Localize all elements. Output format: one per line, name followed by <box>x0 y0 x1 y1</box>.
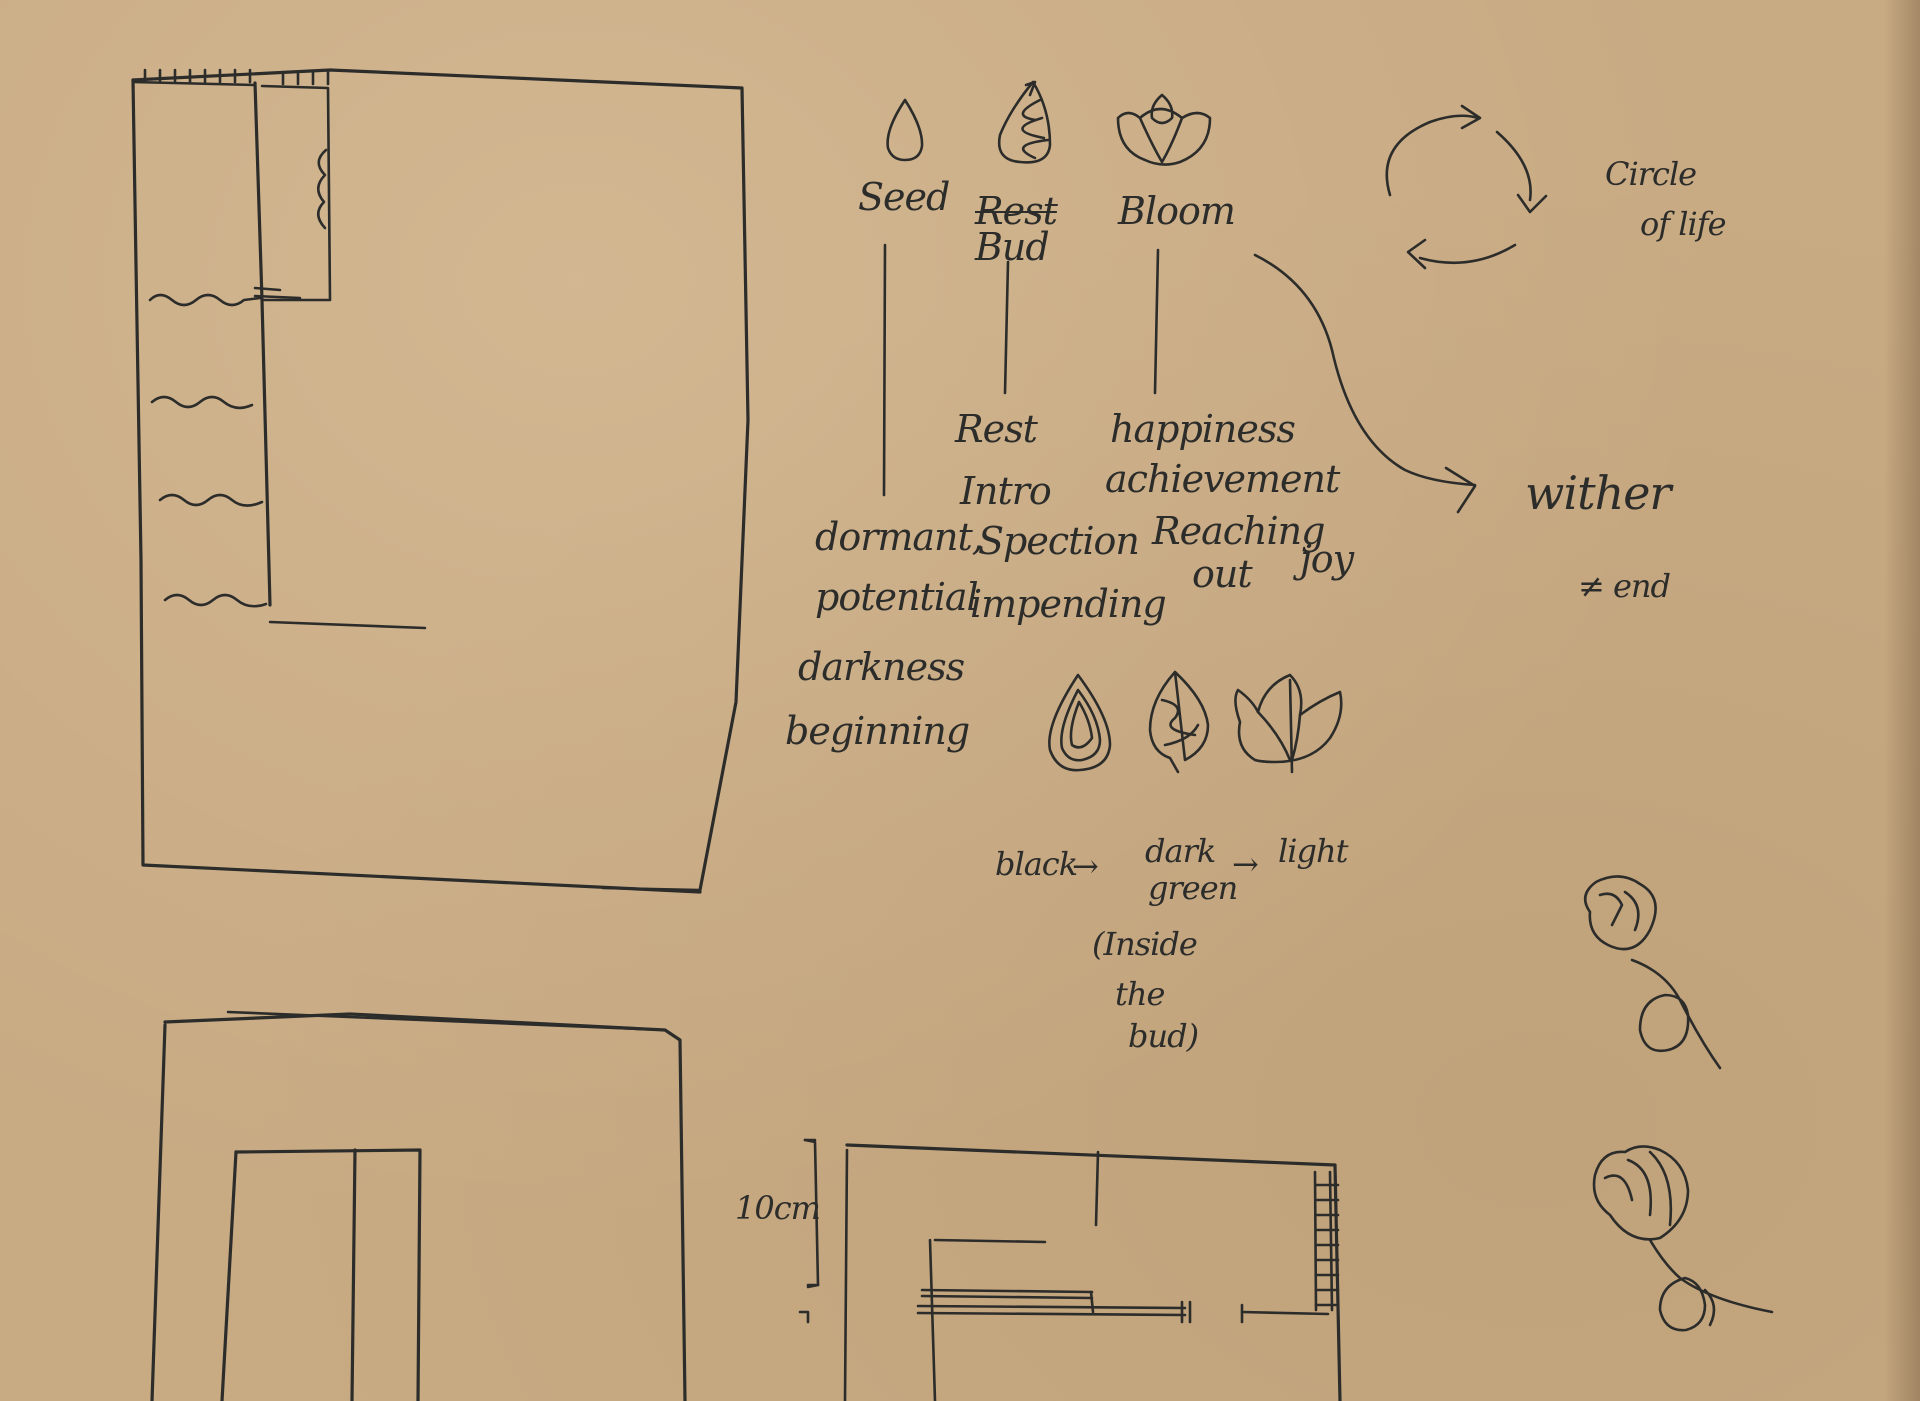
bloom-note-3: Reaching <box>1152 512 1324 550</box>
stage-label-seed: Seed <box>858 178 949 216</box>
bud-note-3: Spection <box>978 522 1139 560</box>
bloom-note-5: joy <box>1300 540 1353 578</box>
wither-end-note: ≠ end <box>1578 570 1670 602</box>
color-note-green: green <box>1148 872 1237 904</box>
color-note-arrow-2: → <box>1232 848 1258 880</box>
cycle-label-line2: of life <box>1640 208 1726 240</box>
panel-sketch-top-left <box>133 70 748 892</box>
seed-note-2: potential <box>815 578 978 616</box>
inside-note-line2: the <box>1115 978 1164 1010</box>
seed-note-1: dormant, <box>815 518 983 556</box>
inside-note-line1: (Inside <box>1092 928 1197 960</box>
bud-sketch-icon <box>1150 672 1208 772</box>
bud-icon <box>999 82 1050 162</box>
bud-note-1: Rest <box>955 410 1037 448</box>
bloom-note-4: out <box>1192 555 1252 593</box>
seed-note-3: darkness <box>798 648 964 686</box>
bloom-sketch-icon <box>1235 675 1341 772</box>
color-note-light: light <box>1278 835 1347 867</box>
stage-sketches-row <box>1049 672 1341 772</box>
rose-sketch-icon-2 <box>1594 1146 1772 1330</box>
stage-label-bloom: Bloom <box>1118 192 1235 230</box>
stage-icons <box>888 82 1210 165</box>
bud-note-4: impending <box>970 585 1166 623</box>
cycle-label-line1: Circle <box>1605 158 1696 190</box>
bloom-note-2: achievement <box>1105 460 1339 498</box>
color-note-arrow-1: → <box>1072 850 1098 882</box>
bloom-note-1: happiness <box>1110 410 1295 448</box>
panel-sketch-bottom-left <box>152 1012 685 1401</box>
stage-label-bud: Bud <box>975 228 1049 266</box>
seed-icon <box>888 100 922 160</box>
seed-note-4: beginning <box>785 712 969 750</box>
color-note-dark: dark <box>1145 835 1215 867</box>
seed-sketch-icon <box>1049 675 1110 770</box>
bloom-icon <box>1118 95 1210 165</box>
cycle-arrows-icon <box>1387 106 1546 268</box>
bud-note-2: Intro <box>960 472 1051 510</box>
dimension-label: 10cm <box>735 1192 820 1224</box>
inside-note-line3: bud) <box>1128 1020 1198 1052</box>
rose-sketches <box>1585 876 1772 1330</box>
rose-sketch-icon-1 <box>1585 876 1720 1068</box>
color-note-black: black <box>995 848 1077 880</box>
wither-label: wither <box>1525 470 1670 516</box>
panel-sketch-bottom-center <box>800 1140 1340 1401</box>
